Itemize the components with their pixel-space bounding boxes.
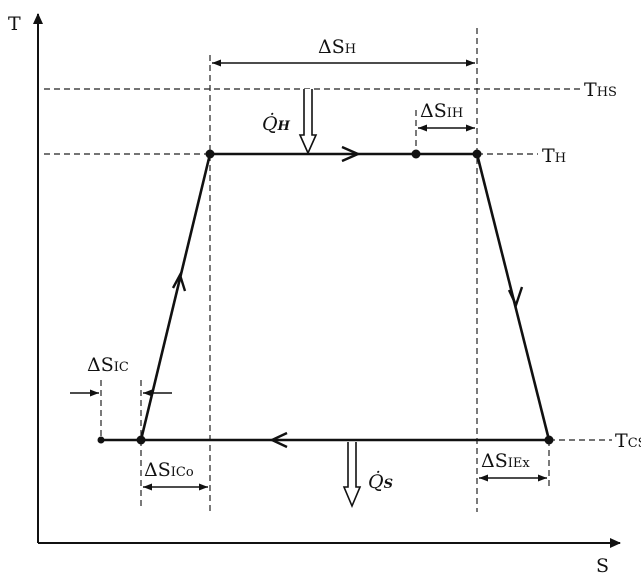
heat-output-arrow [342, 442, 362, 509]
delta-s-ic-label: ΔSIC [87, 354, 129, 376]
delta-s-iex-label: ΔSIEx [481, 450, 530, 472]
flow-arrow-right [341, 145, 361, 163]
state-point [136, 435, 146, 445]
flow-arrow-up [171, 271, 187, 292]
x-axis-label: S [596, 555, 609, 577]
cycle-left-side [139, 153, 212, 441]
delta-s-ico-label: ΔSICo [144, 459, 194, 481]
flow-arrow-left [269, 431, 288, 449]
temperature-label-th: TH [542, 145, 566, 167]
delta-s-h-label: ΔSH [318, 36, 356, 58]
temperature-label-ths: THS [584, 79, 617, 101]
state-point [472, 149, 482, 159]
state-point [97, 436, 105, 444]
flow-arrow-down [507, 286, 524, 309]
heat-input-label: Q̇H [262, 113, 291, 135]
temperature-label-tcs: TCS [615, 430, 641, 452]
state-point [544, 435, 554, 445]
delta-s-ih-label: ΔSIH [420, 100, 463, 122]
heat-input-arrow [298, 89, 318, 155]
state-point [411, 149, 421, 159]
heat-output-label: Q̇S [368, 471, 393, 493]
y-axis-label: T [8, 13, 21, 35]
state-point [205, 149, 215, 159]
